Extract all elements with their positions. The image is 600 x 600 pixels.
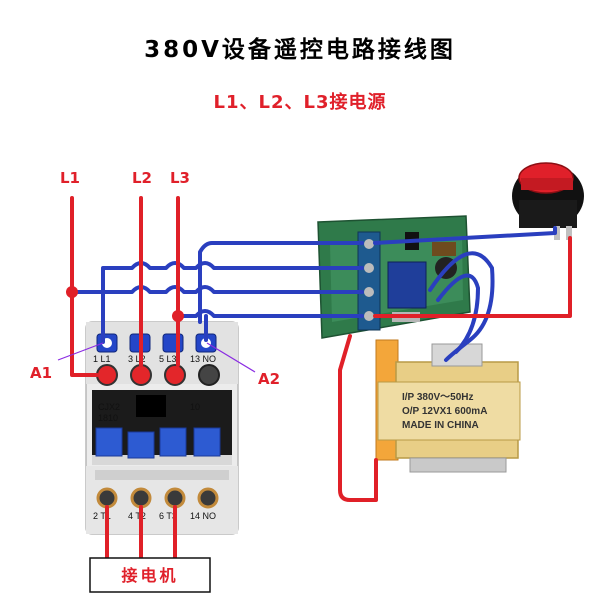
bottom-screw-3 bbox=[164, 487, 186, 509]
terminal-block bbox=[357, 231, 381, 331]
top-terminal-label-4: 13 NO bbox=[190, 354, 216, 364]
main-terminal-l3 bbox=[164, 364, 186, 386]
contact-blue-1 bbox=[95, 427, 123, 457]
label-l3: L3 bbox=[170, 169, 190, 187]
contact-blue-2 bbox=[127, 431, 155, 459]
top-terminal-label-3: 5 L3 bbox=[159, 354, 177, 364]
contactor: CJX2 1810 10 1 L1 3 L2 5 L3 13 NO 2 T1 4… bbox=[85, 321, 239, 535]
red-wires bbox=[70, 196, 572, 562]
main-terminal-l1 bbox=[96, 364, 118, 386]
top-terminal-label-1: 1 L1 bbox=[93, 354, 111, 364]
label-a2: A2 bbox=[258, 370, 280, 388]
contact-blue-3 bbox=[159, 427, 187, 457]
bottom-terminal-label-1: 2 T1 bbox=[93, 511, 111, 521]
junction-dot-l3 bbox=[172, 310, 184, 322]
main-terminal-no bbox=[198, 364, 220, 386]
bottom-terminal-label-2: 4 T2 bbox=[128, 511, 146, 521]
bottom-screw-4 bbox=[197, 487, 219, 509]
junction-dot-l1 bbox=[66, 286, 78, 298]
contact-blue-4 bbox=[193, 427, 221, 457]
page-title: 380V设备遥控电路接线图 bbox=[144, 37, 456, 63]
transformer-label-3: MADE IN CHINA bbox=[402, 420, 479, 431]
remote-receiver-board bbox=[317, 215, 471, 339]
transformer-label-2: O/P 12VX1 600mA bbox=[402, 406, 487, 417]
contactor-rating: 10 bbox=[190, 402, 200, 412]
bottom-screw-1 bbox=[96, 487, 118, 509]
transformer-label-1: I/P 380V～50Hz bbox=[402, 392, 474, 403]
page-subtitle: L1、L2、L3接电源 bbox=[213, 92, 387, 113]
bottom-terminal-label-4: 14 NO bbox=[190, 511, 216, 521]
label-a1: A1 bbox=[30, 364, 52, 382]
rocker-switch[interactable] bbox=[512, 162, 584, 240]
top-terminal-label-2: 3 L2 bbox=[128, 354, 146, 364]
motor-box: 接电机 bbox=[89, 557, 211, 593]
bottom-screw-2 bbox=[130, 487, 152, 509]
transformer: I/P 380V～50Hz O/P 12VX1 600mA MADE IN CH… bbox=[375, 339, 521, 473]
relay bbox=[387, 261, 427, 309]
bottom-terminal-label-3: 6 T3 bbox=[159, 511, 177, 521]
contactor-model-sub: 1810 bbox=[98, 413, 118, 423]
main-terminal-l2 bbox=[130, 364, 152, 386]
contactor-model: CJX2 bbox=[98, 402, 120, 412]
label-l2: L2 bbox=[132, 169, 152, 187]
label-l1: L1 bbox=[60, 169, 80, 187]
motor-box-label: 接电机 bbox=[121, 566, 178, 585]
